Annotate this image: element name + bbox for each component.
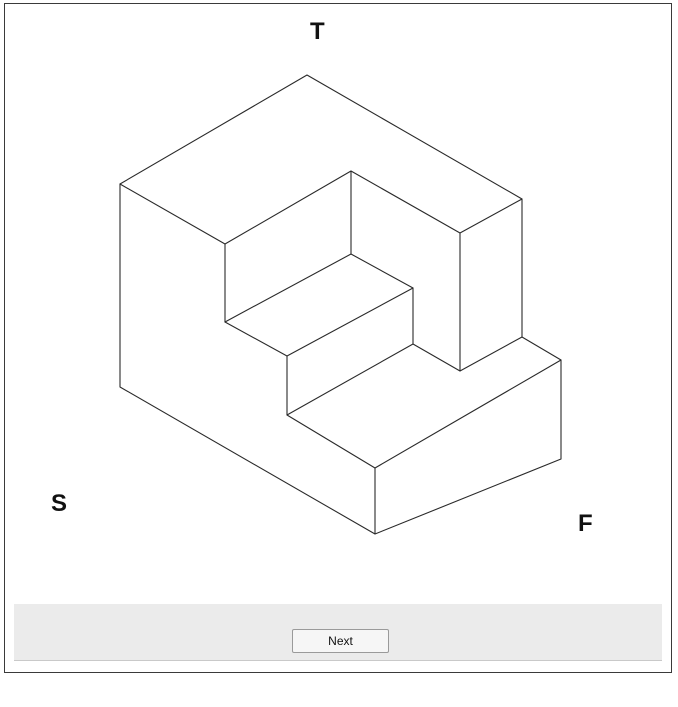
base-top-edge [286,359,562,469]
top-view-label: T [310,18,325,45]
left-top-face-edge [119,183,226,323]
front-view-label: F [578,510,593,537]
isometric-figure [119,74,562,535]
bottom-strip [0,700,678,707]
upper-step [224,253,461,372]
figure-outline [119,74,562,535]
notch-back-edge [224,170,461,245]
lower-step [286,343,414,416]
stimulus-window: T S F Next [4,3,672,673]
upper-step-front [224,287,414,357]
side-view-label: S [51,490,68,517]
footer-bar: Next [14,604,662,661]
next-button[interactable]: Next [292,629,389,653]
tower-front-edge [459,198,523,372]
